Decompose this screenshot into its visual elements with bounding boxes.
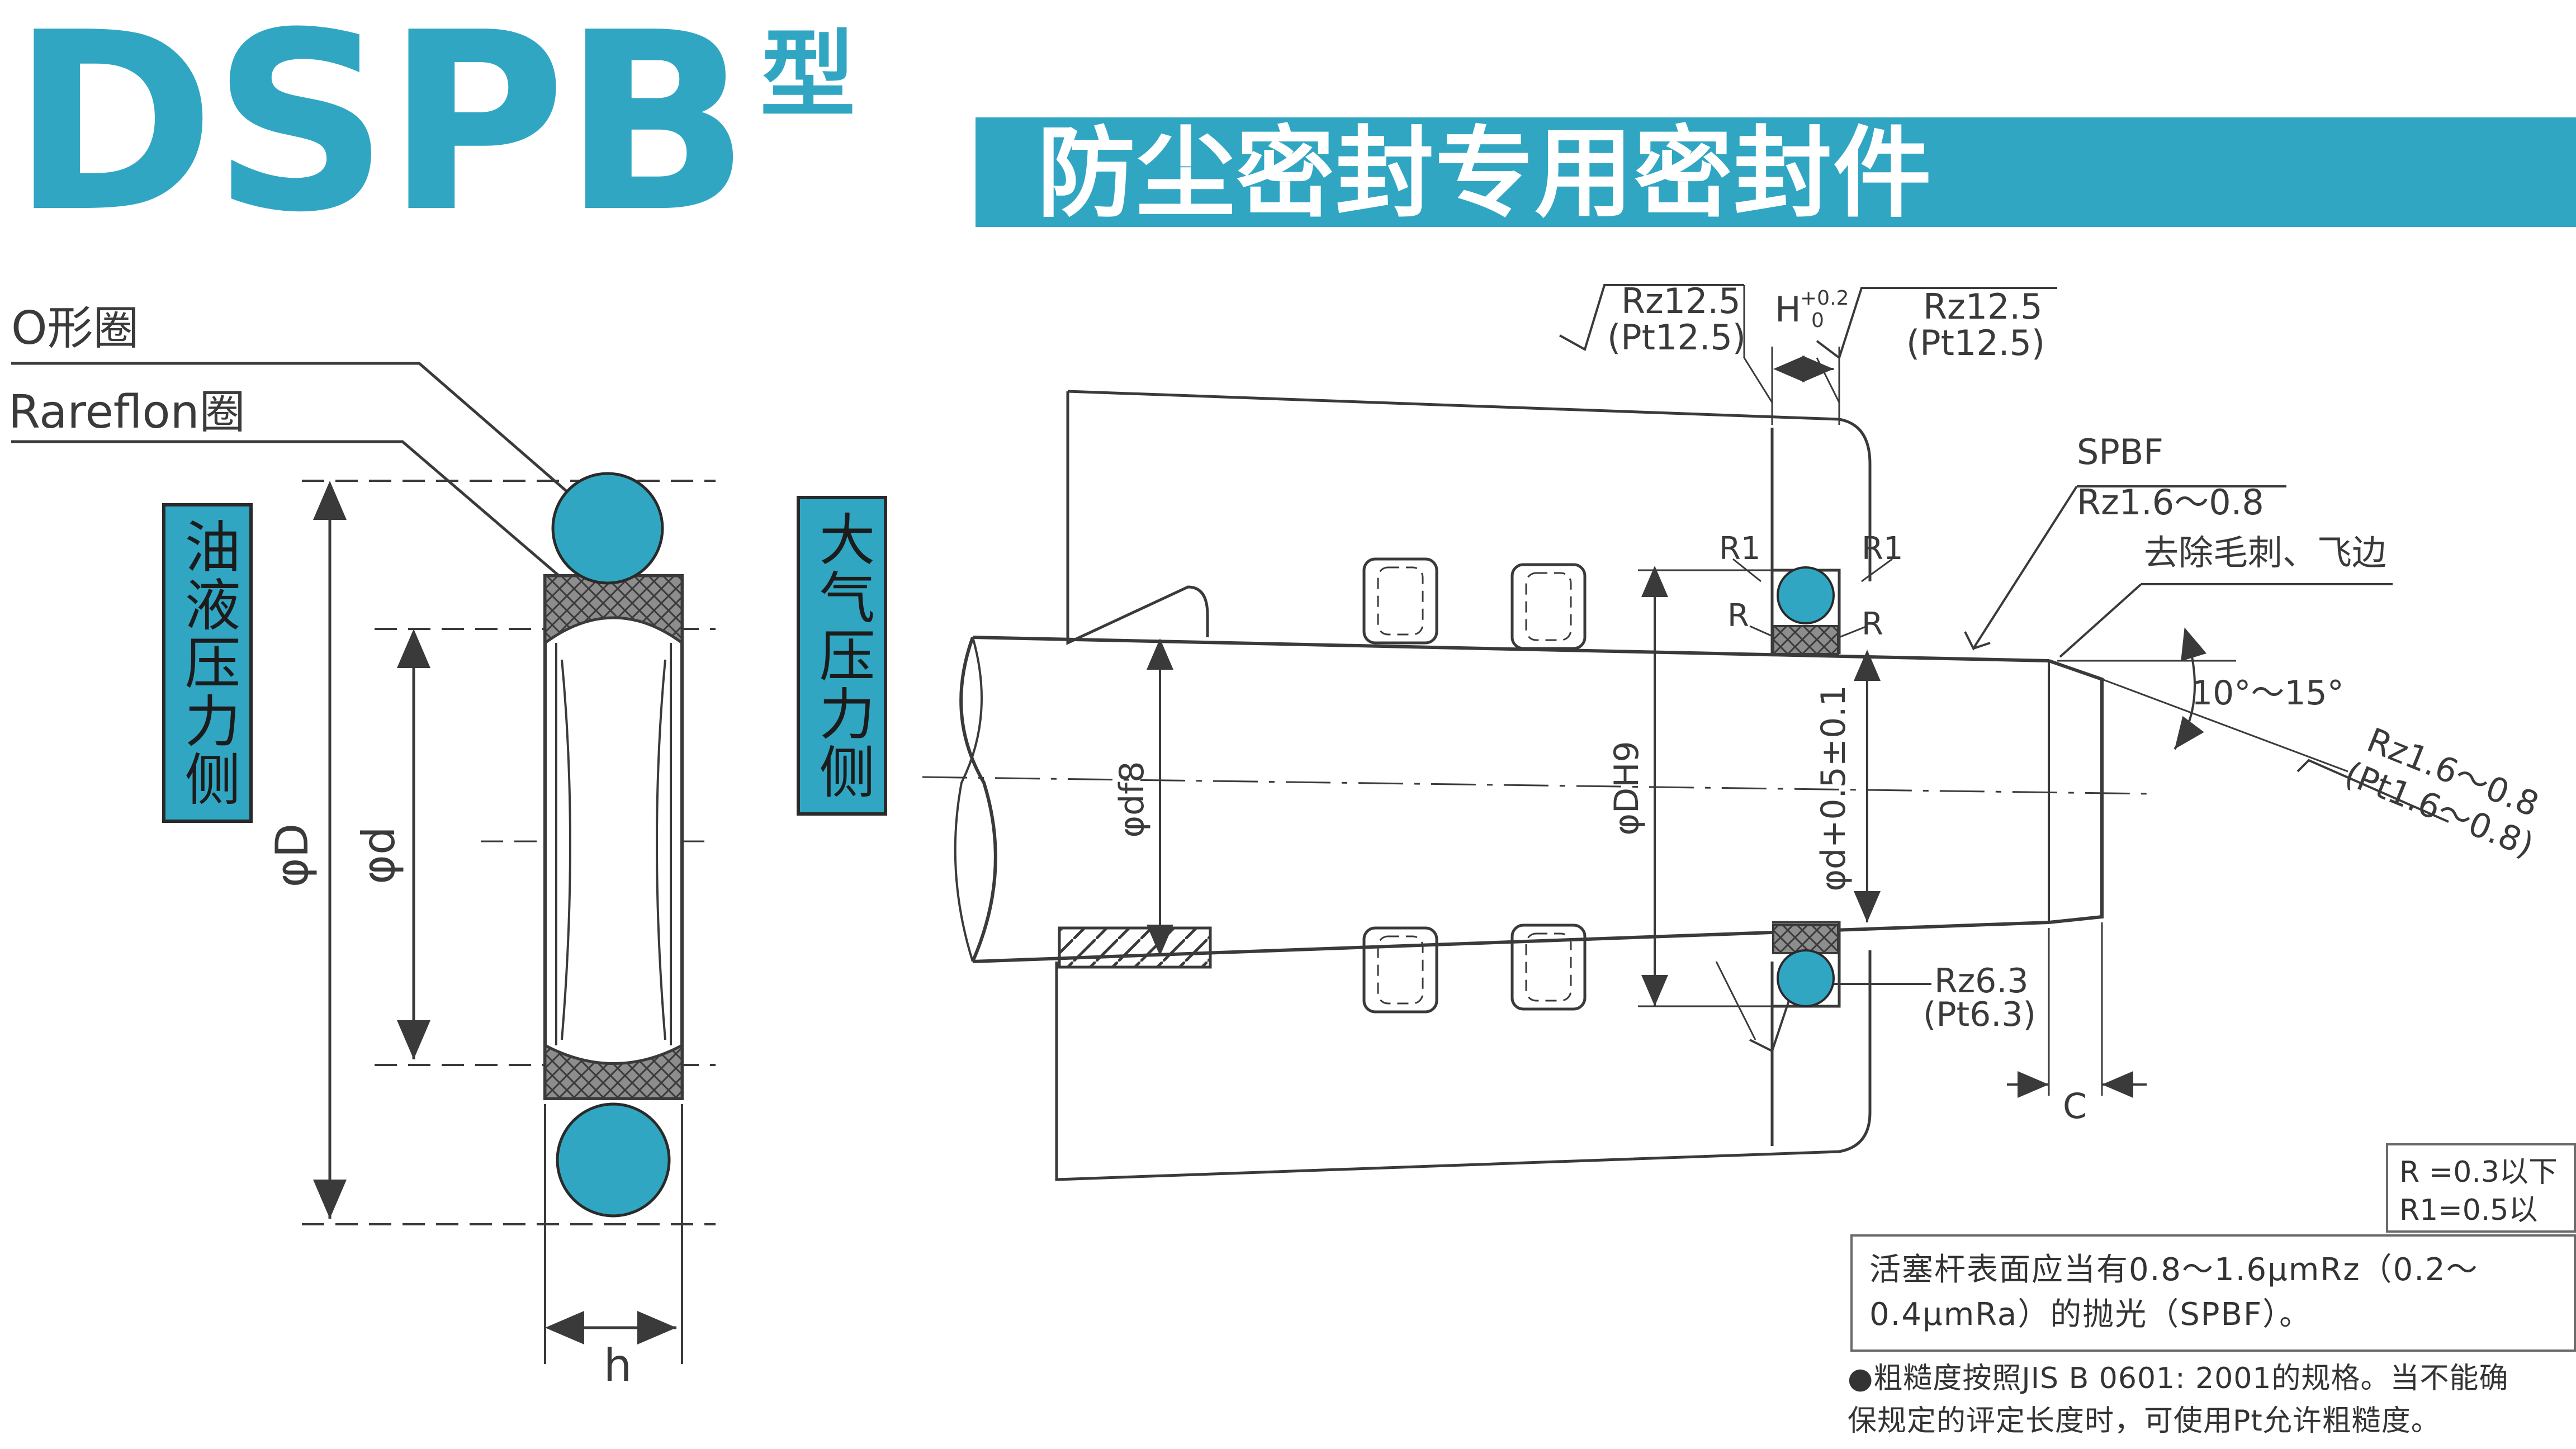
label-r-right: R xyxy=(1862,606,1883,642)
label-rz-bottom: Rz6.3 xyxy=(1934,962,2029,1001)
label-rz-right: Rz12.5 xyxy=(1923,286,2043,327)
label-rareflon: Rareflon圈 xyxy=(8,386,245,439)
rareflon-ring-top xyxy=(543,574,684,646)
label-r1-right: R1 xyxy=(1862,531,1903,567)
label-chamfer-c: C xyxy=(2063,1086,2087,1126)
rod-chamfer-end xyxy=(2048,659,2104,924)
leader-spbf xyxy=(1964,485,2078,651)
right-groove-diagram xyxy=(922,284,2449,1181)
label-h-minus: 0 xyxy=(1811,309,1824,332)
label-angle: 10°～15° xyxy=(2191,674,2344,713)
label-spbf-rz: Rz1.6～0.8 xyxy=(2077,482,2264,523)
rod-top-edge xyxy=(972,636,2049,662)
oring-top xyxy=(551,472,664,585)
rod-break-line xyxy=(959,636,997,963)
label-r1-left: R1 xyxy=(1719,531,1761,567)
housing-lower xyxy=(1055,950,1872,1181)
label-dim-groove: φDH9 xyxy=(1607,741,1646,835)
label-dim-height: h xyxy=(604,1339,632,1391)
surface-note-box: 活塞杆表面应当有0.8～1.6μmRz（0.2～ 0.4μmRa）的抛光（SPB… xyxy=(1850,1234,2576,1352)
housing-upper-left xyxy=(1066,391,1209,645)
leader-oring xyxy=(11,362,569,493)
surface-note-line2: 0.4μmRa）的抛光（SPBF）。 xyxy=(1869,1296,2312,1333)
atmosphere-side-label: 大气压力侧 xyxy=(797,496,887,816)
surface-note-line1: 活塞杆表面应当有0.8～1.6μmRz（0.2～ xyxy=(1869,1252,2479,1288)
label-pt-right: (Pt12.5) xyxy=(1906,323,2045,363)
rareflon-ring-right-bottom xyxy=(1772,924,1839,954)
label-deburr: 去除毛刺、飞边 xyxy=(2144,532,2386,573)
oil-pressure-side-label: 油液压力侧 xyxy=(162,503,253,823)
rough-symbol-chamfer xyxy=(2296,759,2449,823)
rough-symbol-bottom xyxy=(1749,983,1931,1053)
left-seal-diagram xyxy=(11,362,716,1364)
label-spbf: SPBF xyxy=(2077,432,2163,472)
subtitle-text: 防尘密封专用密封件 xyxy=(1037,116,1933,231)
rough-symbol-right xyxy=(1816,287,2057,360)
label-h: H xyxy=(1775,289,1801,330)
rareflon-ring-bottom xyxy=(543,1043,684,1100)
oring-right-top xyxy=(1777,566,1835,624)
model-suffix: 型 xyxy=(760,20,856,131)
model-title: DSPB xyxy=(11,0,750,266)
oring-bottom xyxy=(556,1102,671,1218)
label-oring: O形圈 xyxy=(11,302,139,355)
radius-note-line1: R =0.3以下 xyxy=(2399,1156,2558,1189)
label-dim-bore: φd+0.5±0.1 xyxy=(1814,685,1853,891)
label-pt-left: (Pt12.5) xyxy=(1607,317,1746,358)
label-dim-outer: φD xyxy=(266,823,318,887)
label-dim-rod: φdf8 xyxy=(1112,761,1152,838)
leader-rareflon xyxy=(11,440,560,577)
oring-right-bottom xyxy=(1777,949,1835,1007)
seal-body xyxy=(543,574,684,1100)
label-r-left: R xyxy=(1727,598,1749,634)
roughness-note-line2: 保规定的评定长度时，可使用Pt允许粗糙度。 xyxy=(1848,1404,2441,1438)
bushing-hatch xyxy=(1058,926,1212,969)
radius-note-box: R =0.3以下 R1=0.5以下 xyxy=(2386,1143,2576,1265)
label-rz-left: Rz12.5 xyxy=(1621,281,1741,321)
label-h-plus: +0.2 xyxy=(1800,287,1849,310)
rareflon-ring-right-top xyxy=(1772,625,1839,655)
leader-deburr xyxy=(2059,583,2142,658)
label-pt-bottom: (Pt6.3) xyxy=(1923,995,2036,1034)
label-dim-inner: φd xyxy=(353,826,405,884)
roughness-note-line1: ●粗糙度按照JIS B 0601: 2001的规格。当不能确 xyxy=(1848,1362,2509,1395)
subtitle-banner xyxy=(976,117,2576,227)
rough-symbol-left xyxy=(1559,284,1744,351)
roughness-note: ●粗糙度按照JIS B 0601: 2001的规格。当不能确 保规定的评定长度时… xyxy=(1848,1357,2576,1442)
